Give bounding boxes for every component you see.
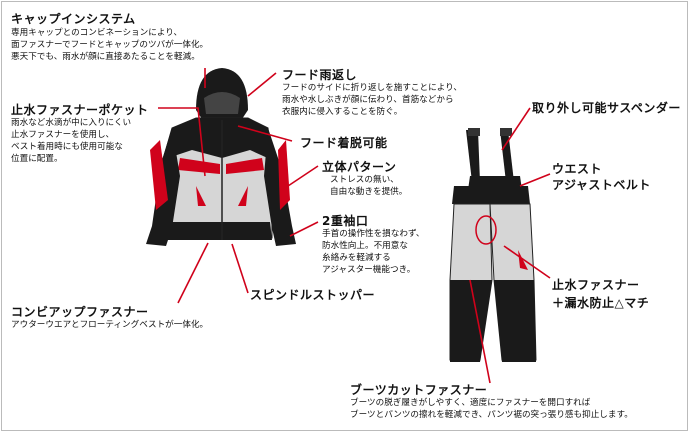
zipper-title: 止水ファスナー <box>552 278 640 292</box>
spindle-title: スピンドルストッパー <box>250 288 376 302</box>
pants-illustration <box>449 128 537 362</box>
combi-title: コンビアップファスナー <box>11 305 149 319</box>
zipper-title2: ＋漏水防止△マチ <box>552 296 650 310</box>
cuff-title: 2重袖口 <box>322 214 369 228</box>
cap-desc: 専用キャップとのコンビネーションにより、面ファスナーでフードとキャップのツバが一… <box>11 28 209 62</box>
waist-title2: アジャストベルト <box>552 178 651 192</box>
pocket-title: 止水ファスナーポケット <box>11 103 149 117</box>
hood-detach-title: フード着脱可能 <box>300 136 388 150</box>
boots-desc: ブーツの脱ぎ履きがしやすく、適度にファスナーを開口すればブーツとパンツの擦れを軽… <box>350 398 633 420</box>
pattern-desc: ストレスの無い、自由な動きを提供。 <box>330 175 408 197</box>
jacket-illustration <box>146 68 296 246</box>
hood-fold-title: フード雨返し <box>282 68 358 82</box>
hood-fold-desc: フードのサイドに折り返しを施すことにより、雨水や水しぶきが顔に伝わり、首筋などか… <box>282 83 462 117</box>
pattern-title: 立体パターン <box>322 160 397 174</box>
waist-title: ウエスト <box>552 162 603 176</box>
combi-desc: アウターウエアとフローティングベストが一体化。 <box>11 320 209 330</box>
boots-title: ブーツカットファスナー <box>350 383 488 397</box>
suspender-title: 取り外し可能サスペンダー <box>532 101 681 115</box>
pocket-desc: 雨水など水滴が中に入りにくい止水ファスナーを使用し、ベスト着用時にも使用可能な位… <box>11 118 132 164</box>
leader-lines <box>158 68 551 384</box>
cap-title: キャップインシステム <box>11 12 136 26</box>
cuff-desc: 手首の操作性を損なわず、防水性向上。不用意な糸絡みを軽減するアジャスター機能つき… <box>322 229 425 275</box>
